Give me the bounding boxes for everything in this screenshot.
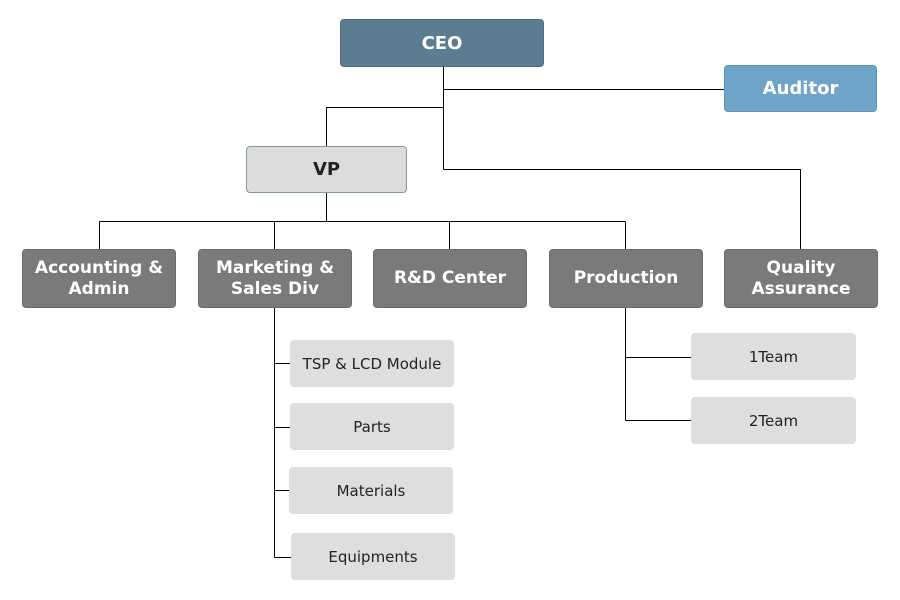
dept-label-line1: Quality bbox=[766, 257, 836, 278]
connector-vp bbox=[326, 107, 444, 146]
team-1: 1Team bbox=[691, 333, 856, 380]
unit-equipments: Equipments bbox=[291, 533, 455, 580]
team-label: 2Team bbox=[748, 411, 799, 430]
vp-label: VP bbox=[312, 159, 341, 180]
dept-label-line1: Accounting & bbox=[34, 257, 164, 278]
unit-label: Equipments bbox=[328, 547, 418, 566]
unit-materials: Materials bbox=[289, 467, 453, 514]
ceo-box: CEO bbox=[340, 19, 544, 67]
vp-box: VP bbox=[246, 146, 407, 193]
unit-label: Materials bbox=[336, 481, 406, 500]
team-2: 2Team bbox=[691, 397, 856, 444]
ceo-label: CEO bbox=[421, 32, 463, 54]
dept-label-line2: Sales Div bbox=[230, 278, 320, 299]
dept-label-line1: Production bbox=[573, 268, 679, 288]
dept-label-line2: Admin bbox=[68, 278, 130, 299]
auditor-label: Auditor bbox=[762, 78, 839, 99]
dept-label-line1: Marketing & bbox=[215, 257, 335, 278]
dept-marketing-sales: Marketing & Sales Div bbox=[198, 249, 352, 308]
team-label: 1Team bbox=[748, 347, 799, 366]
unit-parts: Parts bbox=[290, 403, 454, 450]
dept-quality-assurance: Quality Assurance bbox=[724, 249, 878, 308]
unit-tsp-lcd-module: TSP & LCD Module bbox=[290, 340, 454, 387]
dept-label-line1: R&D Center bbox=[393, 268, 507, 288]
dept-label-line2: Assurance bbox=[751, 278, 851, 299]
auditor-box: Auditor bbox=[724, 65, 877, 112]
dept-production: Production bbox=[549, 249, 703, 308]
unit-label: Parts bbox=[353, 417, 391, 436]
dept-rd-center: R&D Center bbox=[373, 249, 527, 308]
dept-accounting-admin: Accounting & Admin bbox=[22, 249, 176, 308]
connector-quality bbox=[443, 169, 801, 249]
unit-label: TSP & LCD Module bbox=[302, 354, 442, 373]
